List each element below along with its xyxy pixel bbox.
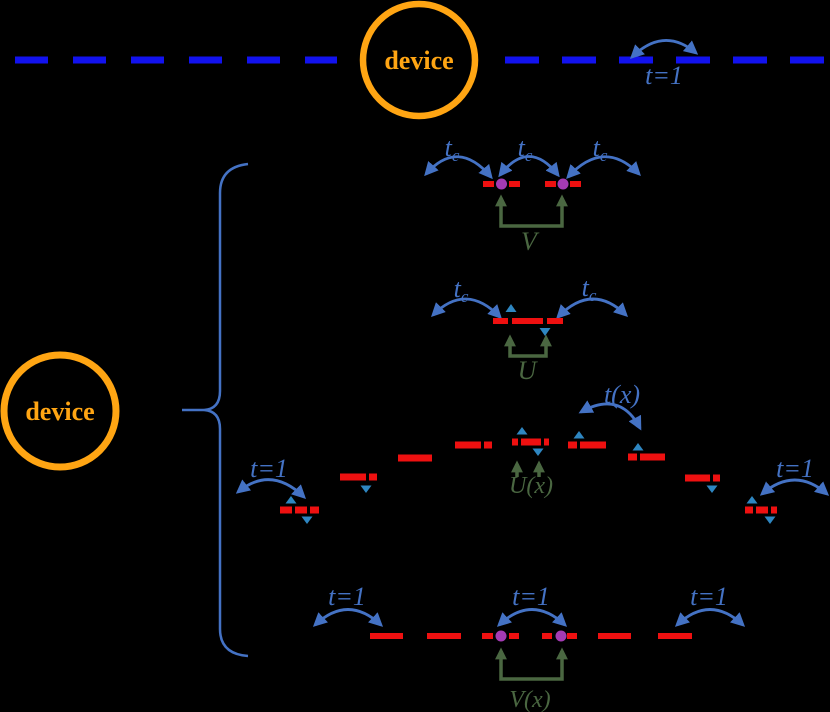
spin-up-marker [505,304,517,312]
hopping-arc [424,155,493,180]
spin-up-marker [746,496,758,504]
hopping-arc [556,297,629,320]
hopping-arc [674,608,746,627]
boson-dot [555,630,567,642]
interaction-label: V [521,227,540,256]
spin-up-marker [285,496,297,504]
hopping-arc [498,155,560,178]
spin-down-marker [301,516,313,524]
site-with-spins [685,474,720,493]
panel-pair-interaction: tc tc tc V [424,133,641,256]
hopping-arc [629,39,699,59]
hopping-label: t=1 [328,582,366,611]
hopping-label: t=1 [776,454,814,483]
site-with-spins [745,496,777,524]
onsite-function-label: U(x) [509,473,553,499]
hopping-arc [759,478,830,496]
spin-down-marker [706,485,718,493]
hopping-label-tc: tc [518,133,533,165]
top-chain: device t=1 [15,0,830,120]
spin-down-marker [532,448,544,456]
site-with-boson [542,630,577,642]
interaction-bracket [495,194,568,228]
spin-up-marker [573,431,585,439]
spin-down-marker [764,516,776,524]
site-with-spins-peak [512,427,549,456]
site-with-spins [280,496,319,524]
hopping-label: t=1 [250,454,288,483]
device-label: device [384,46,453,75]
hopping-label: t=1 [690,582,728,611]
device-label: device [25,397,94,426]
hopping-label-tc: tc [593,133,608,165]
device-ring-icon [359,0,479,120]
hopping-label-tc: tc [454,274,469,306]
site-with-boson [545,178,581,190]
hopping-arc [578,400,642,431]
spin-up-marker [632,443,644,451]
device-ring-icon [0,351,120,471]
boson-dot [495,630,507,642]
site-with-spins [493,304,563,336]
site-with-spins [628,443,665,461]
boson-dot [496,178,507,190]
interaction-function-label: V(x) [509,687,550,712]
curly-brace [203,162,249,658]
hopping-arc [566,155,641,180]
hopping-arc [431,297,502,320]
site-with-spins [568,431,606,449]
hopping-arc [312,608,384,627]
hopping-label-tc: tc [582,273,597,305]
interaction-label: U [518,356,539,385]
panel-spatial-profile: t=1 U(x) [235,380,830,524]
site-with-boson [482,630,519,642]
site-with-spins [340,473,377,493]
device-bubble: device [0,351,120,471]
hopping-label-tc: tc [445,133,460,165]
hopping-arc [496,608,568,627]
device-circle-top: device [359,0,479,120]
hopping-label: t=1 [645,61,683,90]
site-with-boson [483,178,520,190]
spin-up-marker [516,427,528,435]
interaction-bracket [495,647,568,681]
spin-down-marker [360,485,372,493]
hopping-label: t=1 [512,582,550,611]
panel-onsite-interaction: tc tc U [431,273,629,385]
interaction-bracket [504,334,552,358]
panel-pair-profile: t=1 t=1 t=1 V(x) [312,582,746,712]
boson-dot [557,178,569,190]
spin-down-marker [539,328,551,336]
hopping-arc [235,478,307,499]
